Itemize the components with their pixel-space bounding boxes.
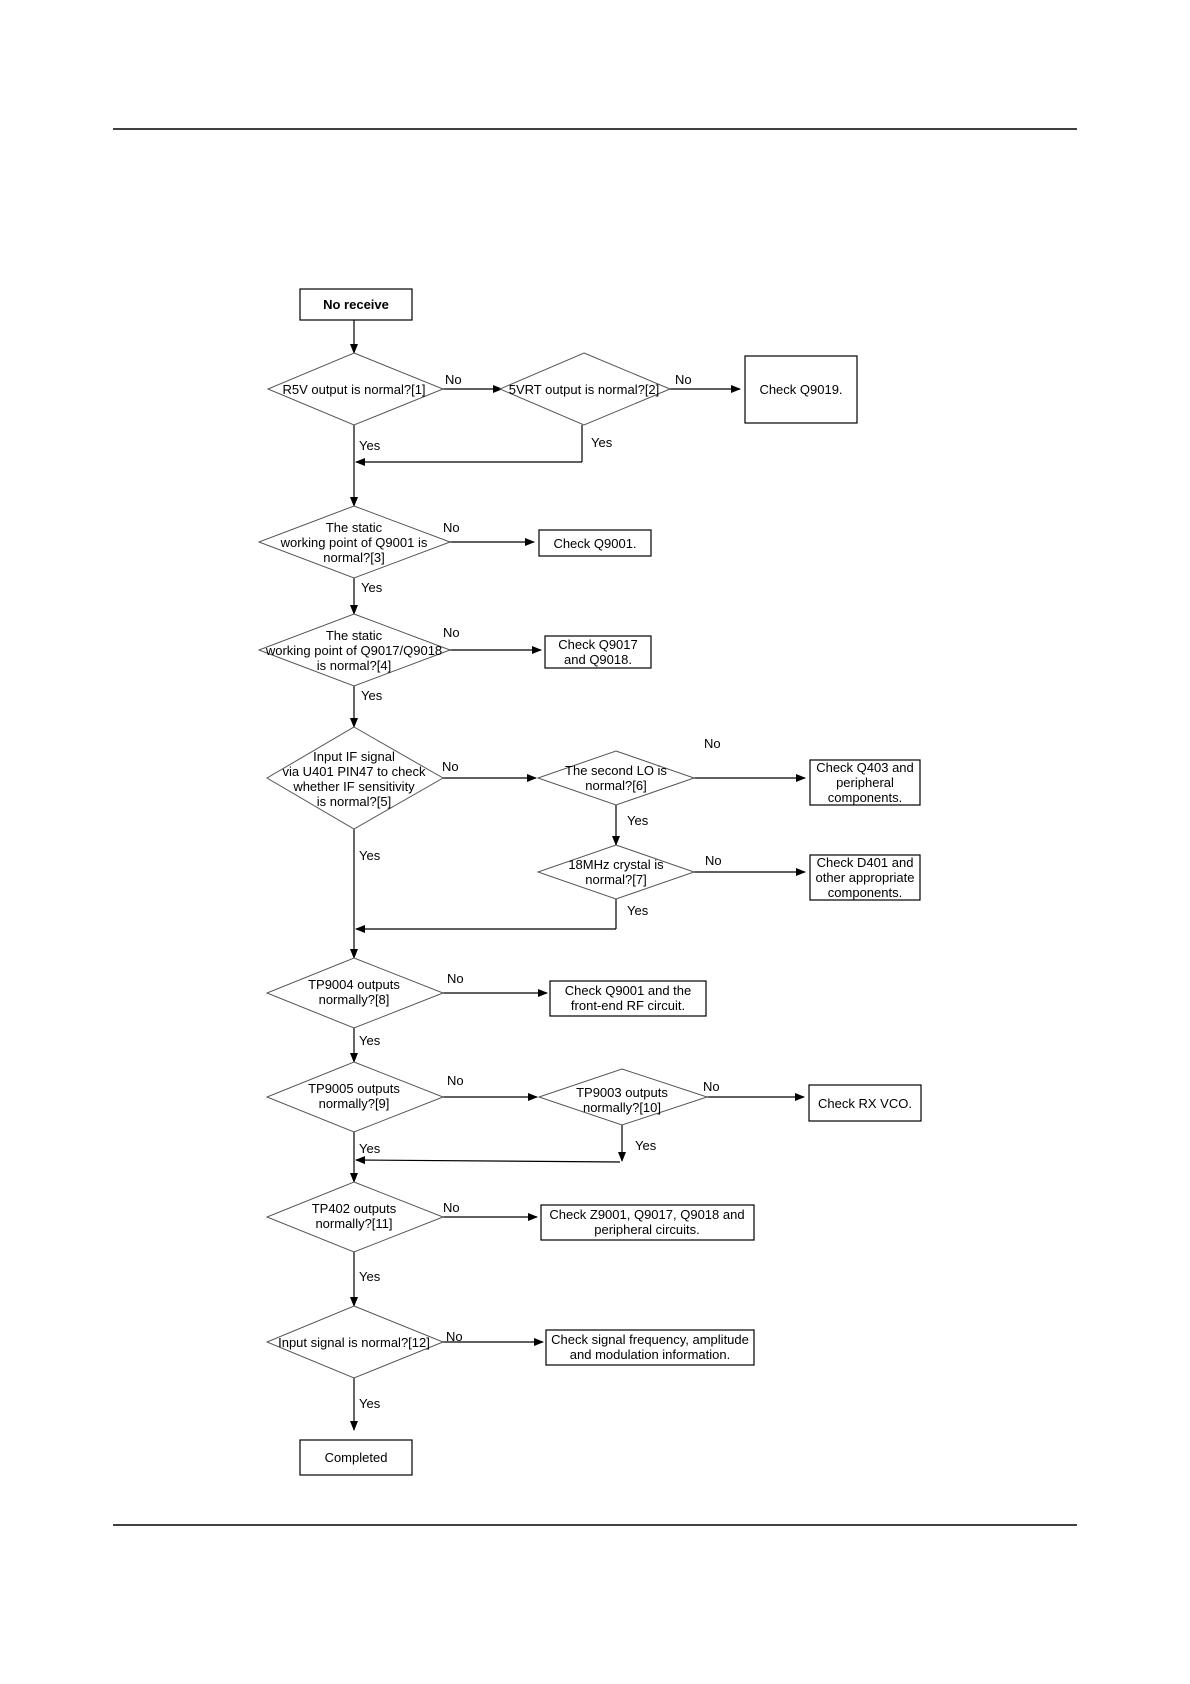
decision-6: The second LO is normal?[6] <box>536 750 696 806</box>
connectors <box>350 318 806 1431</box>
action-text: other appropriate <box>815 870 914 885</box>
decision-text: working point of Q9001 is <box>280 535 428 550</box>
decision-9: TP9005 outputs normally?[9] <box>265 1061 445 1133</box>
decision-11: TP402 outputs normally?[11] <box>265 1181 445 1253</box>
action-text: Check RX VCO. <box>818 1096 912 1111</box>
decision-4: The static working point of Q9017/Q9018 … <box>257 613 452 687</box>
label-yes: Yes <box>359 438 381 453</box>
label-yes: Yes <box>627 903 649 918</box>
label-yes: Yes <box>359 1269 381 1284</box>
action-text: Check signal frequency, amplitude <box>551 1332 749 1347</box>
action-text: peripheral <box>836 775 894 790</box>
action-text: Check Q9017 <box>558 637 638 652</box>
decision-text: Input signal is normal?[12] <box>278 1335 430 1350</box>
action-text: peripheral circuits. <box>594 1222 700 1237</box>
action-text: components. <box>828 790 902 805</box>
action-box-4: Check Q403 and peripheral components. <box>809 759 921 806</box>
label-no: No <box>443 520 460 535</box>
decision-8: TP9004 outputs normally?[8] <box>265 957 445 1029</box>
decision-text: normally?[8] <box>319 992 390 1007</box>
decision-2: 5VRT output is normal?[2] <box>498 352 672 426</box>
action-box-5: Check D401 and other appropriate compone… <box>809 854 921 901</box>
decision-text: TP9004 outputs <box>308 977 400 992</box>
label-yes: Yes <box>635 1138 657 1153</box>
label-yes: Yes <box>591 435 613 450</box>
decision-5: Input IF signal via U401 PIN47 to check … <box>266 726 445 830</box>
decision-text: normally?[11] <box>315 1216 392 1231</box>
action-text: Check D401 and <box>817 855 914 870</box>
label-no: No <box>704 736 721 751</box>
label-yes: Yes <box>361 688 383 703</box>
decision-1: R5V output is normal?[1] <box>266 352 445 426</box>
action-text: and modulation information. <box>570 1347 730 1362</box>
label-no: No <box>447 1073 464 1088</box>
decision-12: Input signal is normal?[12] <box>265 1305 445 1379</box>
decision-text: normally?[9] <box>319 1096 390 1111</box>
arrow-merge-3 <box>355 1156 621 1165</box>
label-yes: Yes <box>359 848 381 863</box>
decision-text: whether IF sensitivity <box>292 779 415 794</box>
decision-text: normal?[7] <box>585 872 646 887</box>
label-no: No <box>442 759 459 774</box>
action-box-3: Check Q9017 and Q9018. <box>544 635 652 669</box>
label-no: No <box>443 1200 460 1215</box>
action-box-7: Check RX VCO. <box>808 1084 922 1122</box>
decision-text: The static <box>326 628 383 643</box>
start-terminal: No receive <box>299 288 413 321</box>
decision-text: The second LO is <box>565 763 667 778</box>
action-text: Check Q9001. <box>553 536 636 551</box>
label-yes: Yes <box>359 1396 381 1411</box>
decision-10: TP9003 outputs normally?[10] <box>537 1068 709 1126</box>
decision-7: 18MHz crystal is normal?[7] <box>536 844 696 900</box>
action-text: Check Q9001 and the <box>565 983 691 998</box>
decision-text: is normal?[4] <box>317 658 391 673</box>
action-box-9: Check signal frequency, amplitude and mo… <box>545 1329 755 1366</box>
decision-text: The static <box>326 520 383 535</box>
label-no: No <box>446 1329 463 1344</box>
action-text: components. <box>828 885 902 900</box>
label-no: No <box>443 625 460 640</box>
decision-text: TP402 outputs <box>312 1201 397 1216</box>
action-text: Check Q403 and <box>816 760 914 775</box>
decision-text: TP9003 outputs <box>576 1085 668 1100</box>
decision-text: is normal?[5] <box>317 794 391 809</box>
action-text: and Q9018. <box>564 652 632 667</box>
end-label: Completed <box>325 1450 388 1465</box>
action-box-8: Check Z9001, Q9017, Q9018 and peripheral… <box>540 1204 755 1241</box>
decision-text: normal?[6] <box>585 778 646 793</box>
action-box-6: Check Q9001 and the front-end RF circuit… <box>549 980 707 1017</box>
label-yes: Yes <box>359 1141 381 1156</box>
decision-text: working point of Q9017/Q9018 <box>265 643 442 658</box>
decision-text: Input IF signal <box>313 749 395 764</box>
end-terminal: Completed <box>299 1439 413 1476</box>
label-yes: Yes <box>361 580 383 595</box>
label-no: No <box>445 372 462 387</box>
decision-text: normal?[3] <box>323 550 384 565</box>
action-text: front-end RF circuit. <box>571 998 685 1013</box>
label-no: No <box>675 372 692 387</box>
action-box-1: Check Q9019. <box>744 355 858 424</box>
label-yes: Yes <box>359 1033 381 1048</box>
decision-text: TP9005 outputs <box>308 1081 400 1096</box>
label-yes: Yes <box>627 813 649 828</box>
start-label: No receive <box>323 297 389 312</box>
decision-text: 5VRT output is normal?[2] <box>509 382 660 397</box>
action-text: Check Z9001, Q9017, Q9018 and <box>549 1207 744 1222</box>
branch-labels: No No Yes Yes No Yes No Yes No No Yes Ye… <box>359 372 722 1411</box>
decision-text: normally?[10] <box>583 1100 661 1115</box>
action-text: Check Q9019. <box>759 382 842 397</box>
action-box-2: Check Q9001. <box>538 529 652 557</box>
decision-text: R5V output is normal?[1] <box>282 382 425 397</box>
label-no: No <box>703 1079 720 1094</box>
decision-text: 18MHz crystal is <box>568 857 664 872</box>
decision-3: The static working point of Q9001 is nor… <box>257 505 452 579</box>
label-no: No <box>447 971 464 986</box>
label-no: No <box>705 853 722 868</box>
decision-text: via U401 PIN47 to check <box>282 764 426 779</box>
